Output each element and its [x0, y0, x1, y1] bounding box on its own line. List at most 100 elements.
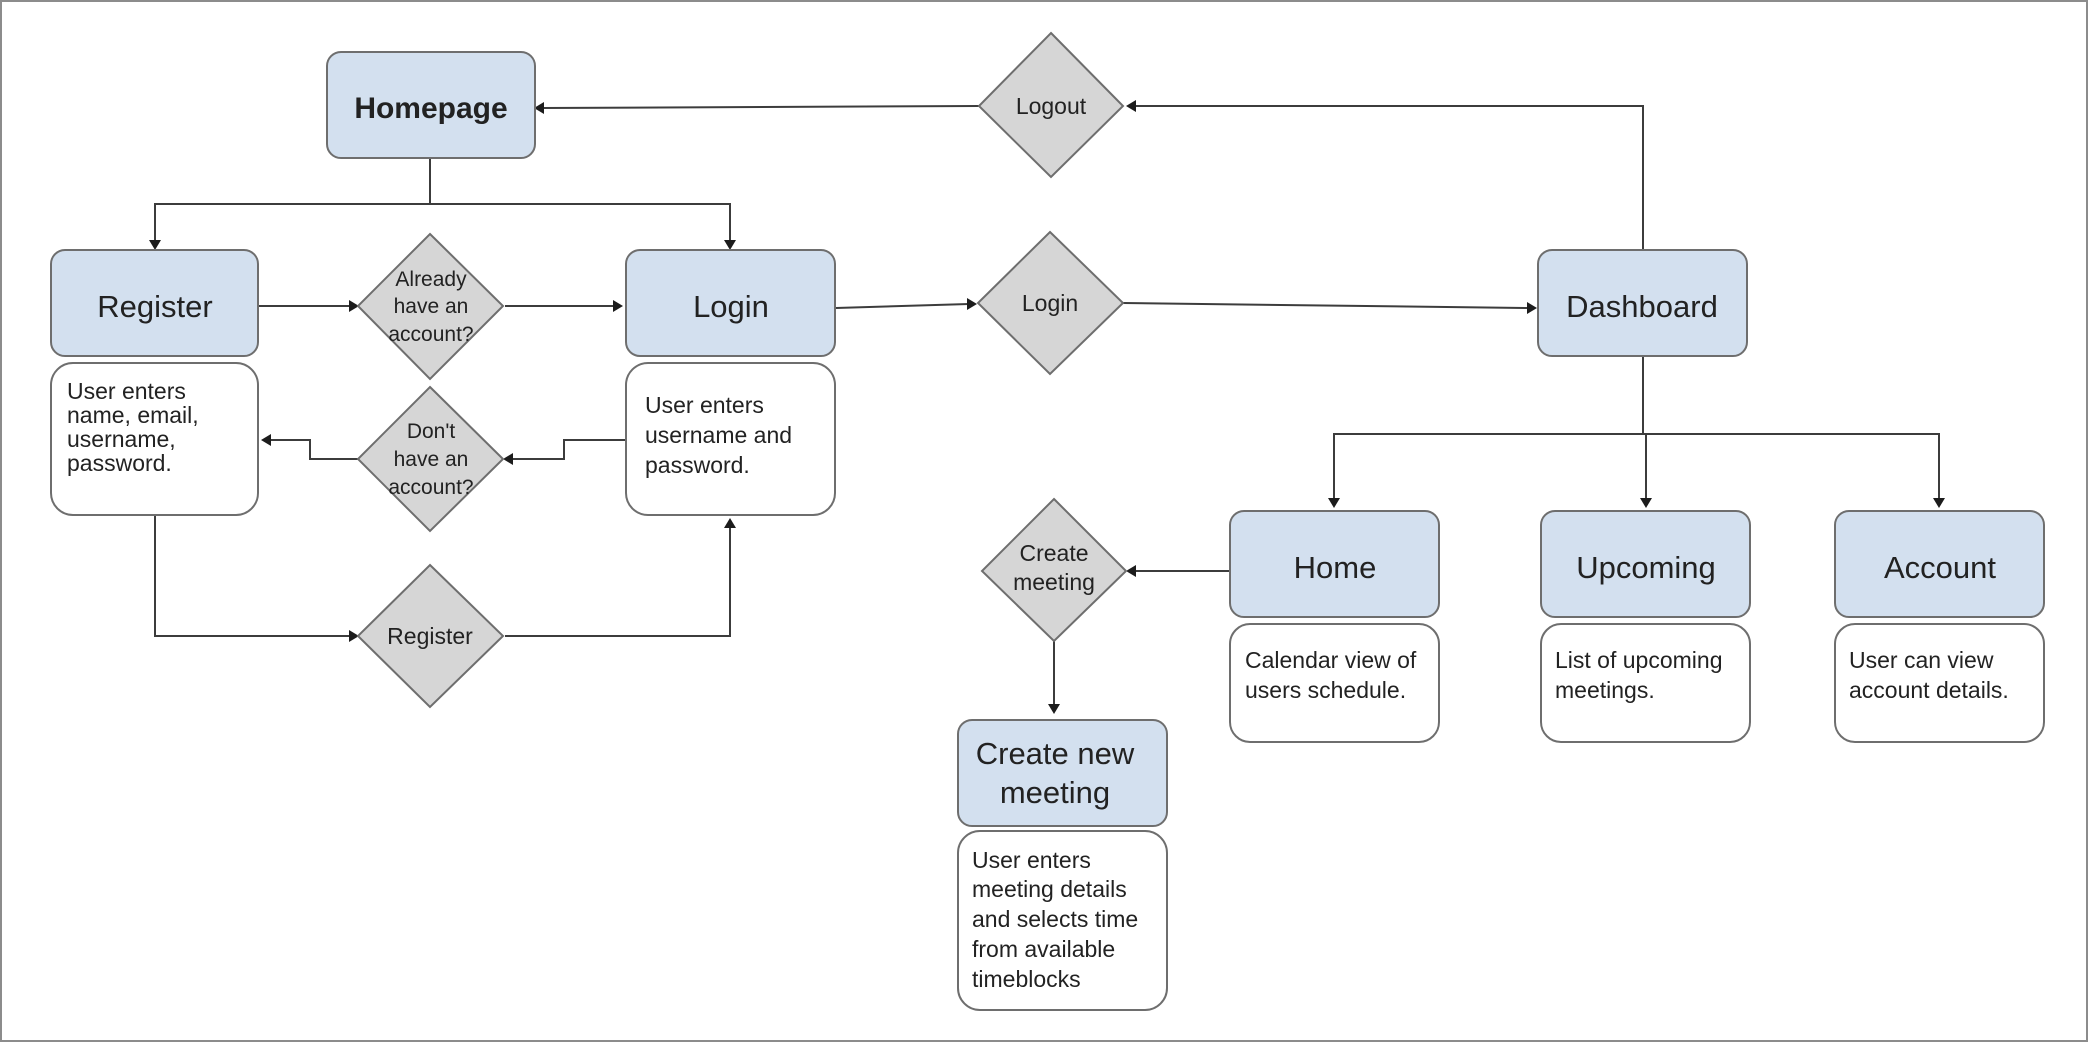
create-new-meeting-description-line: User enters	[972, 847, 1091, 873]
create-new-meeting-label-line-1: Create new	[976, 736, 1135, 771]
register-description-line: username,	[67, 426, 176, 452]
create-new-meeting-description-line: and selects time	[972, 906, 1138, 932]
login-description-line: username and	[645, 422, 792, 448]
edge-homepage-register	[154, 158, 431, 242]
arrowhead	[534, 102, 544, 114]
login-description-line: User enters	[645, 392, 764, 418]
description-login: User enters username and password.	[625, 362, 836, 516]
arrowhead	[1126, 565, 1136, 577]
register-label: Register	[97, 289, 212, 324]
home-box[interactable]	[1229, 510, 1440, 618]
edge-registerdesc-registerdecision	[154, 516, 351, 637]
register-decision-label: Register	[387, 623, 473, 649]
dont-have-account-diamond[interactable]	[356, 385, 505, 533]
register-description-line: User enters	[67, 378, 186, 404]
upcoming-box[interactable]	[1540, 510, 1751, 618]
login-label: Login	[693, 289, 769, 324]
arrowhead	[724, 518, 736, 528]
edge-logindecision-dashboard	[1122, 302, 1528, 309]
create-meeting-line: Create	[1019, 540, 1088, 566]
dont-have-account-line: account?	[388, 476, 473, 499]
description-account: User can view account details.	[1834, 623, 2045, 743]
upcoming-description-line: List of upcoming	[1555, 647, 1722, 673]
process-dashboard[interactable]: Dashboard	[1537, 249, 1748, 357]
register-diamond[interactable]	[356, 563, 505, 709]
arrowhead	[1126, 100, 1136, 112]
account-box[interactable]	[1834, 510, 2045, 618]
login-description-line: password.	[645, 452, 750, 478]
arrowhead	[1328, 498, 1340, 508]
dashboard-label: Dashboard	[1566, 289, 1718, 324]
process-homepage[interactable]: Homepage	[326, 51, 536, 159]
process-upcoming[interactable]: Upcoming	[1540, 510, 1751, 618]
create-new-meeting-box[interactable]	[957, 719, 1168, 827]
process-home[interactable]: Home	[1229, 510, 1440, 618]
home-label: Home	[1294, 550, 1377, 585]
description-register: User enters name, email, username, passw…	[50, 362, 259, 516]
account-label: Account	[1884, 550, 1996, 585]
dont-have-account-line: have an	[394, 448, 469, 471]
edge-dashboard-home	[1333, 357, 1644, 500]
decision-login[interactable]: Login	[976, 230, 1125, 376]
edge-registerdecision-logindesc	[505, 527, 731, 637]
create-meeting-diamond[interactable]	[980, 497, 1128, 643]
register-box[interactable]	[50, 249, 259, 357]
login-box[interactable]	[625, 249, 836, 357]
register-description-box	[50, 362, 259, 516]
arrowhead	[261, 434, 271, 446]
home-description-line: users schedule.	[1245, 677, 1406, 703]
decision-create-meeting[interactable]: Create meeting	[980, 497, 1128, 643]
home-description-box	[1229, 623, 1440, 743]
decision-logout[interactable]: Logout	[977, 31, 1125, 179]
create-meeting-line: meeting	[1013, 569, 1095, 595]
edge-donthave-registerdesc	[269, 439, 358, 460]
account-description-box	[1834, 623, 2045, 743]
description-upcoming: List of upcoming meetings.	[1540, 623, 1751, 743]
already-have-account-line: have an	[394, 295, 469, 318]
process-login[interactable]: Login	[625, 249, 836, 357]
account-description-line: User can view	[1849, 647, 1994, 673]
arrowhead	[1527, 302, 1537, 314]
decision-already-have-account[interactable]: Already have an account?	[356, 232, 505, 381]
upcoming-label: Upcoming	[1576, 550, 1716, 585]
arrowhead	[613, 300, 623, 312]
homepage-label: Homepage	[354, 92, 507, 125]
create-new-meeting-description-box	[957, 830, 1168, 1011]
process-register[interactable]: Register	[50, 249, 259, 357]
arrowhead	[349, 630, 359, 642]
decision-register[interactable]: Register	[356, 563, 505, 709]
logout-label: Logout	[1016, 93, 1087, 119]
arrowheads	[149, 100, 1945, 714]
edge-homepage-login	[430, 203, 731, 242]
already-have-account-diamond[interactable]	[356, 232, 505, 381]
arrowhead	[967, 298, 977, 310]
arrowhead	[349, 300, 359, 312]
upcoming-description-line: meetings.	[1555, 677, 1655, 703]
arrowhead	[503, 453, 513, 465]
register-description-line: password.	[67, 450, 172, 476]
homepage-box[interactable]	[326, 51, 536, 159]
arrowhead	[1640, 498, 1652, 508]
logout-diamond[interactable]	[977, 31, 1125, 179]
arrowhead	[149, 240, 161, 250]
edge-logout-homepage	[541, 105, 980, 109]
edge-login-logindecision	[835, 303, 970, 309]
process-create-new-meeting[interactable]: Create new meeting	[957, 719, 1168, 827]
already-have-account-line: Already	[395, 268, 467, 291]
process-account[interactable]: Account	[1834, 510, 2045, 618]
edges	[154, 105, 1940, 706]
dashboard-box[interactable]	[1537, 249, 1748, 357]
description-home: Calendar view of users schedule.	[1229, 623, 1440, 743]
already-have-account-line: account?	[388, 323, 473, 346]
create-new-meeting-label-line-2: meeting	[1000, 775, 1110, 810]
edge-dashboard-logout	[1134, 105, 1644, 250]
register-description-line: name, email,	[67, 402, 199, 428]
edge-logindesc-donthave	[511, 439, 626, 460]
upcoming-description-box	[1540, 623, 1751, 743]
login-diamond[interactable]	[976, 230, 1125, 376]
description-create-new-meeting: User enters meeting details and selects …	[957, 830, 1168, 1011]
decision-dont-have-account[interactable]: Don't have an account?	[356, 385, 505, 533]
edge-dashboard-account	[1643, 433, 1940, 500]
